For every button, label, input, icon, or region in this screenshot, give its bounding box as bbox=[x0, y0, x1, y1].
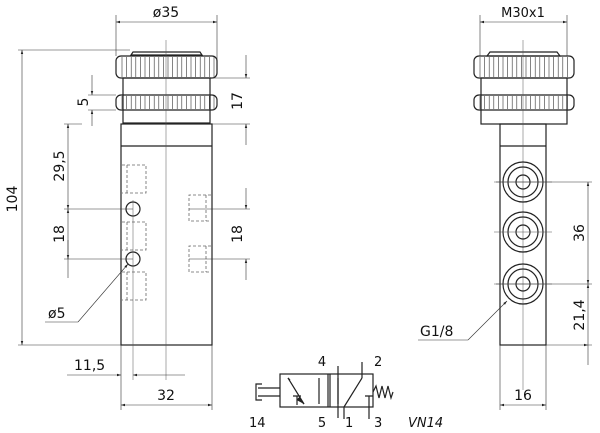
front-view: ø35 104 5 17 29,5 18 bbox=[5, 5, 250, 410]
dim-body-depth: 16 bbox=[514, 388, 532, 404]
port-label-14: 14 bbox=[249, 416, 266, 431]
side-dimensions: M30x1 36 21,4 G1/8 16 bbox=[418, 6, 592, 410]
port-label-4: 4 bbox=[318, 355, 326, 370]
front-dimensions: ø35 104 5 17 29,5 18 bbox=[5, 5, 250, 410]
dim-hole-offset: 11,5 bbox=[74, 358, 105, 374]
dim-body-width: 32 bbox=[157, 388, 175, 404]
port-label-5: 5 bbox=[318, 416, 326, 431]
dim-bottom-to-port: 21,4 bbox=[572, 299, 588, 330]
valve-symbol: 4 2 14 5 1 3 VN14 bbox=[249, 355, 443, 431]
spring-return-icon bbox=[372, 384, 394, 401]
dim-port-pitch: 36 bbox=[572, 224, 588, 242]
dim-port-spacing-left: 18 bbox=[52, 225, 68, 243]
dim-cap-diameter: ø35 bbox=[153, 5, 179, 21]
port-label-1: 1 bbox=[345, 416, 353, 431]
port-label-2: 2 bbox=[374, 355, 382, 370]
dim-port-spacing-right: 18 bbox=[230, 225, 246, 243]
side-cap bbox=[473, 51, 575, 125]
dim-mount-hole: ø5 bbox=[48, 306, 65, 322]
model-label: VN14 bbox=[408, 416, 443, 431]
dim-cap-height: 17 bbox=[230, 92, 246, 110]
dim-overall-height: 104 bbox=[5, 186, 21, 213]
dim-ring-width: 5 bbox=[76, 98, 92, 107]
port-label-3: 3 bbox=[374, 416, 382, 431]
side-view: M30x1 36 21,4 G1/8 16 bbox=[418, 6, 592, 410]
dim-top-to-port: 29,5 bbox=[52, 150, 68, 181]
push-button-cap bbox=[115, 51, 218, 124]
pushbutton-actuator-icon bbox=[255, 383, 280, 401]
dim-thread: M30x1 bbox=[501, 6, 545, 21]
dim-port-thread: G1/8 bbox=[420, 324, 453, 340]
valve-body bbox=[120, 40, 213, 380]
